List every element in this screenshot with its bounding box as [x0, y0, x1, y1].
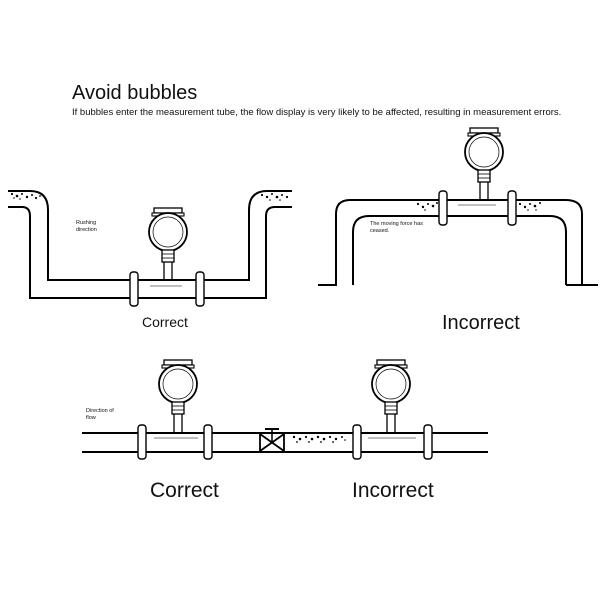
note-moving-force-line1: The moving force has [370, 221, 423, 227]
label-bottom-right: Incorrect [352, 479, 434, 502]
note-direction-of-flow-line1: Direction of [86, 408, 114, 414]
diagram-top-right: The moving force has ceased. Incorrect [318, 127, 598, 334]
diagram-top-left: Rushing direction Correct [8, 190, 292, 330]
label-bottom-left: Correct [150, 479, 219, 502]
note-direction-of-flow-line2: flow [86, 415, 96, 421]
note-moving-force-line2: ceased. [370, 228, 390, 234]
note-rushing-direction-line2: direction [76, 227, 97, 233]
label-top-right: Incorrect [442, 312, 520, 334]
note-rushing-direction-line1: Rushing [76, 220, 96, 226]
label-top-left: Correct [142, 314, 188, 330]
page-title: Avoid bubbles [72, 82, 198, 104]
diagram-bottom: Direction of flow Correct Incorrect [82, 359, 488, 502]
page-subtitle: If bubbles enter the measurement tube, t… [72, 107, 562, 118]
